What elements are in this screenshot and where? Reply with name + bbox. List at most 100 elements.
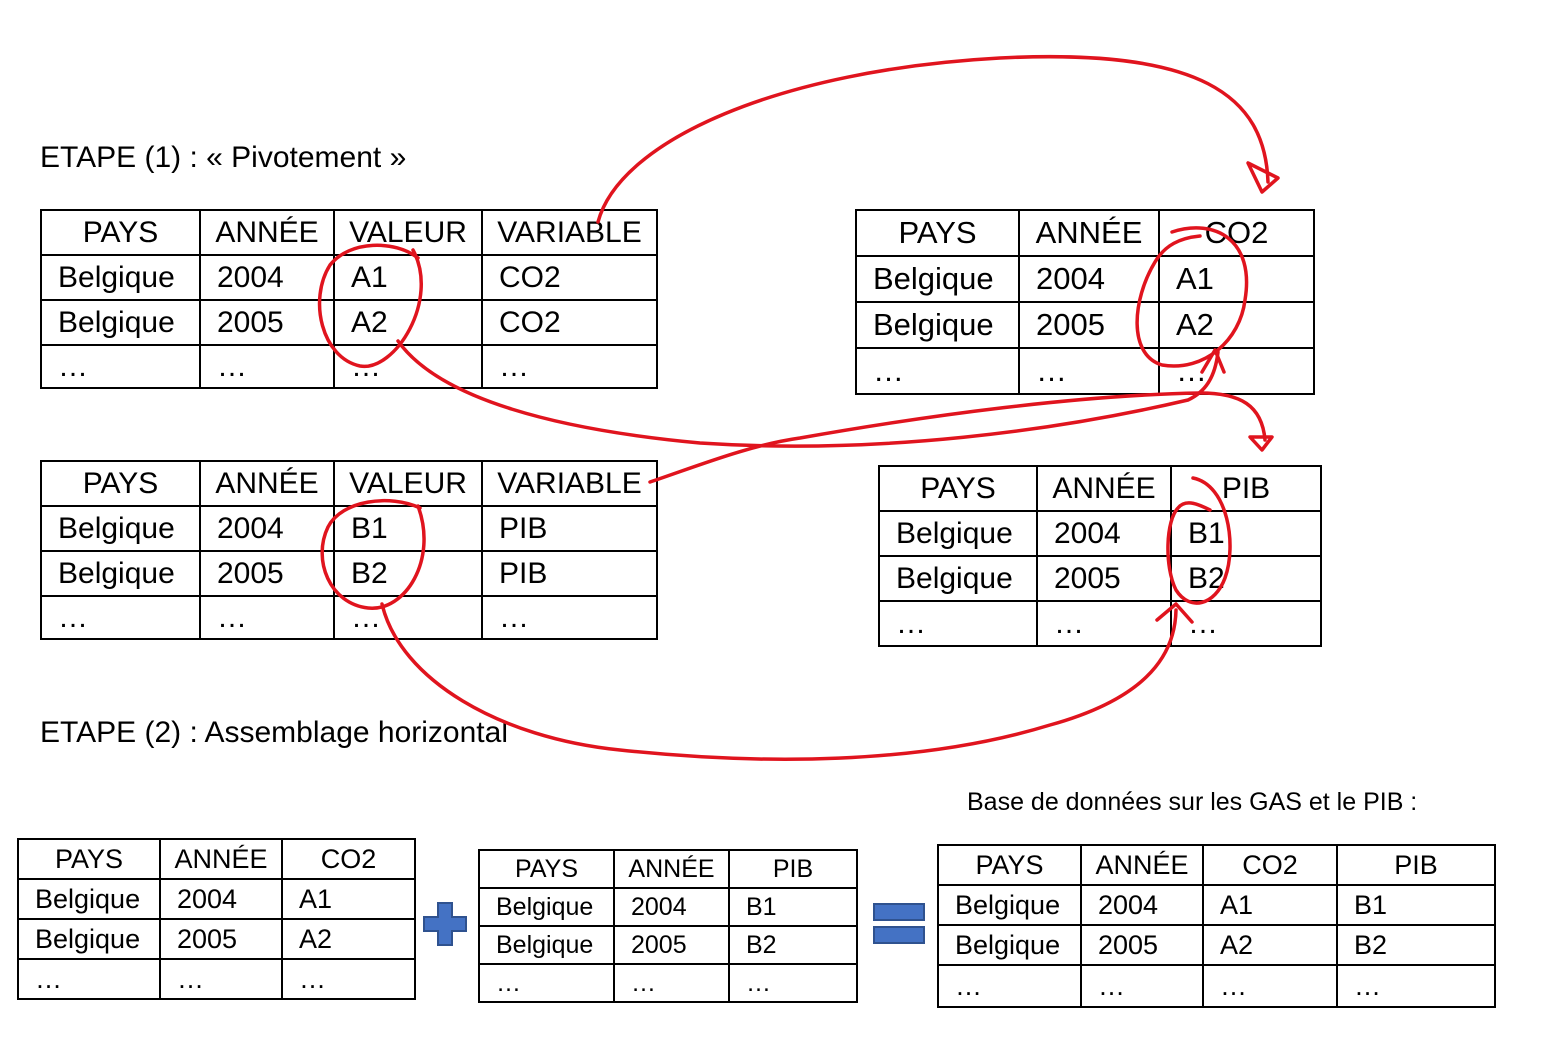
header-cell: VARIABLE bbox=[481, 209, 658, 256]
header-cell: VALEUR bbox=[333, 209, 483, 256]
table-cell: … bbox=[728, 963, 858, 1003]
table-cell: A2 bbox=[1158, 301, 1315, 349]
table-cell: … bbox=[281, 958, 416, 1000]
header-cell: PIB bbox=[728, 849, 858, 889]
table-cell: … bbox=[1170, 600, 1322, 647]
table-cell: B2 bbox=[333, 550, 483, 597]
header-cell: PAYS bbox=[40, 209, 201, 256]
table-cell: … bbox=[478, 963, 615, 1003]
table-cell: B2 bbox=[1170, 555, 1322, 602]
table-cell: … bbox=[481, 344, 658, 389]
header-cell: PAYS bbox=[855, 209, 1020, 257]
table-cell: … bbox=[40, 595, 201, 640]
table-cell: … bbox=[855, 347, 1020, 395]
equals-icon bbox=[872, 902, 926, 946]
table-row: ……… bbox=[878, 600, 1322, 647]
table-cell: Belgique bbox=[17, 878, 161, 920]
table-cell: A1 bbox=[281, 878, 416, 920]
table-cell: 2005 bbox=[1080, 924, 1204, 966]
table-cell: … bbox=[1018, 347, 1160, 395]
equals-bar-bottom bbox=[873, 926, 925, 944]
plus-icon bbox=[423, 902, 467, 946]
table-cell: B2 bbox=[1336, 924, 1496, 966]
table-cell: 2004 bbox=[199, 505, 335, 552]
table-cell: A2 bbox=[281, 918, 416, 960]
table-row: ……… bbox=[478, 963, 858, 1003]
table-row: ……… bbox=[855, 347, 1315, 395]
header-cell: ANNÉE bbox=[159, 838, 283, 880]
table-cell: B1 bbox=[728, 887, 858, 927]
header-cell: PAYS bbox=[40, 460, 201, 507]
table-cell: … bbox=[333, 595, 483, 640]
table-row: ………… bbox=[40, 595, 658, 640]
step1-title: ETAPE (1) : « Pivotement » bbox=[40, 141, 407, 174]
table-cell: … bbox=[481, 595, 658, 640]
table-cell: B1 bbox=[1170, 510, 1322, 557]
table-row: ………… bbox=[937, 964, 1496, 1008]
database-title: Base de données sur les GAS et le PIB : bbox=[967, 788, 1418, 816]
table-cell: … bbox=[40, 344, 201, 389]
table-cell: 2004 bbox=[199, 254, 335, 301]
equals-bar-top bbox=[873, 903, 925, 921]
header-cell: PIB bbox=[1170, 465, 1322, 512]
table-cell: Belgique bbox=[478, 887, 615, 927]
table-cell: Belgique bbox=[40, 550, 201, 597]
table-cell: 2005 bbox=[199, 299, 335, 346]
header-cell: ANNÉE bbox=[1036, 465, 1172, 512]
table-cell: A1 bbox=[1158, 255, 1315, 303]
header-cell: ANNÉE bbox=[199, 460, 335, 507]
header-cell: VARIABLE bbox=[481, 460, 658, 507]
table-cell: A2 bbox=[333, 299, 483, 346]
header-cell: VALEUR bbox=[333, 460, 483, 507]
table-cell: B1 bbox=[1336, 884, 1496, 926]
table-row: ………… bbox=[40, 344, 658, 389]
header-cell: ANNÉE bbox=[199, 209, 335, 256]
header-cell: CO2 bbox=[1158, 209, 1315, 257]
table-cell: … bbox=[613, 963, 730, 1003]
header-cell: CO2 bbox=[1202, 844, 1338, 886]
header-cell: PAYS bbox=[937, 844, 1082, 886]
header-cell: CO2 bbox=[281, 838, 416, 880]
arrowhead-co2-column bbox=[1246, 161, 1280, 194]
table-cell: Belgique bbox=[17, 918, 161, 960]
table-cell: B2 bbox=[728, 925, 858, 965]
header-cell: ANNÉE bbox=[1080, 844, 1204, 886]
table-row: ……… bbox=[17, 958, 416, 1000]
arrowhead-pib-column bbox=[1248, 435, 1274, 452]
table-cell: A1 bbox=[1202, 884, 1338, 926]
table-cell: 2005 bbox=[613, 925, 730, 965]
table-cell: Belgique bbox=[40, 505, 201, 552]
table-cell: … bbox=[199, 344, 335, 389]
table-cell: A1 bbox=[333, 254, 483, 301]
table-cell: Belgique bbox=[40, 254, 201, 301]
table-cell: Belgique bbox=[855, 301, 1020, 349]
header-cell: ANNÉE bbox=[613, 849, 730, 889]
header-cell: PIB bbox=[1336, 844, 1496, 886]
header-cell: PAYS bbox=[17, 838, 161, 880]
table-cell: … bbox=[159, 958, 283, 1000]
table-cell: Belgique bbox=[855, 255, 1020, 303]
table-cell: A2 bbox=[1202, 924, 1338, 966]
